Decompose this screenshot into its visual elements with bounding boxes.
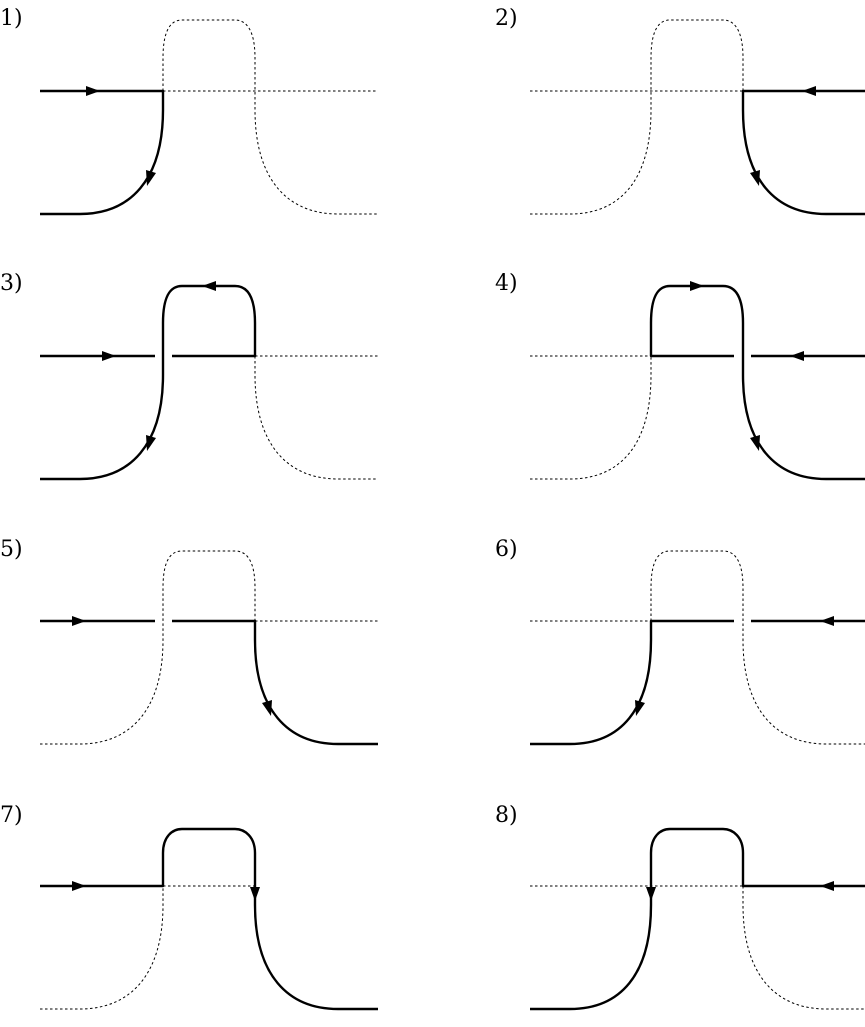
arrowhead-left-top: [202, 281, 216, 291]
solid-path: [530, 619, 734, 746]
panel-5-label: 5): [0, 537, 23, 562]
panel-2-label: 2): [495, 6, 518, 31]
arrowhead-left: [802, 86, 816, 96]
arrowhead-down: [635, 700, 645, 716]
panel-8: 8): [495, 803, 865, 1011]
panel-4: 4): [495, 271, 865, 481]
arrowhead-down: [262, 700, 272, 716]
solid-loop: [40, 284, 257, 481]
arrowhead-down: [646, 887, 656, 901]
panel-8-label: 8): [495, 803, 518, 828]
arrowhead-right: [102, 351, 116, 361]
solid-loop: [649, 284, 865, 481]
dashed-curve: [530, 356, 652, 480]
arrowhead-right: [72, 881, 86, 891]
solid-path: [40, 827, 378, 1011]
panel-3: 3): [0, 271, 378, 481]
solid-path: [172, 619, 378, 746]
panel-7: 7): [0, 803, 378, 1011]
arrowhead-right: [72, 616, 86, 626]
arrowhead-left: [820, 616, 834, 626]
arrowhead-right: [86, 86, 100, 96]
solid-path: [530, 827, 865, 1011]
panel-1-label: 1): [0, 6, 23, 31]
panel-6: 6): [495, 537, 865, 746]
dashed-curve: [530, 19, 744, 215]
panel-4-label: 4): [495, 271, 518, 296]
panel-1: 1): [0, 6, 378, 216]
arrowhead-down: [750, 435, 760, 451]
solid-path: [741, 89, 865, 216]
arrowhead-left: [790, 351, 804, 361]
panel-6-label: 6): [495, 537, 518, 562]
panel-7-label: 7): [0, 803, 23, 828]
arrowhead-down: [146, 435, 156, 451]
dashed-curve: [650, 550, 865, 745]
arrowhead-down: [250, 887, 260, 901]
panel-2: 2): [495, 6, 865, 216]
arrowhead-left: [820, 881, 834, 891]
solid-path: [40, 89, 165, 216]
dashed-curve: [254, 356, 378, 480]
arrowhead-right-top: [690, 281, 704, 291]
dashed-curve: [742, 886, 865, 1010]
arrowhead-down: [146, 170, 156, 186]
arrowhead-down: [750, 170, 760, 186]
dashed-curve: [40, 886, 164, 1010]
panel-3-label: 3): [0, 271, 23, 296]
dashed-curve: [40, 550, 256, 745]
dashed-curve: [162, 19, 378, 215]
panel-5: 5): [0, 537, 378, 746]
